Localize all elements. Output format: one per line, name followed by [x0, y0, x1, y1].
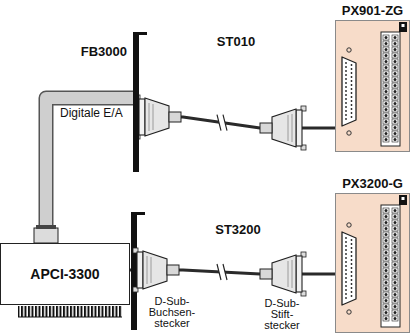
- ribbon-connector-top: [36, 225, 56, 229]
- cable-break: [217, 115, 227, 131]
- cable-name: ST3200: [213, 222, 263, 237]
- ribbon-cable: [46, 98, 133, 243]
- terminal-panel: PX3200-G: [335, 193, 410, 333]
- edge-fingers: [18, 306, 122, 317]
- terminal-board-art: [335, 193, 410, 333]
- terminal-panel: PX901-ZG: [335, 20, 410, 152]
- cable-stroke: [46, 98, 133, 243]
- slot-bracket: FB3000: [133, 34, 139, 172]
- part-name: PX3200-G: [325, 176, 420, 191]
- dsub-male-plug: [260, 106, 306, 150]
- connector-note: D-Sub- Stift- stecker: [257, 298, 307, 331]
- dsub-female-plug: [133, 248, 179, 292]
- pci-card: APCI-3300: [0, 243, 130, 305]
- signal-name: Digitale E/A: [60, 106, 123, 120]
- part-name: PX901-ZG: [325, 3, 420, 18]
- part-name: APCI-3300: [30, 266, 99, 282]
- cable-name: ST010: [215, 34, 257, 49]
- slot-bracket: [131, 212, 137, 330]
- cable-stroke: [46, 98, 133, 243]
- dsub-female-plug: [135, 95, 181, 139]
- dsub-male-plug: [260, 252, 306, 296]
- ribbon-connector: [34, 228, 58, 243]
- connector-note: D-Sub- Buchsen- stecker: [147, 296, 197, 329]
- bracket-tab: [131, 212, 145, 215]
- cable-break: [217, 264, 227, 280]
- part-name: FB3000: [81, 44, 127, 59]
- edge-fingers-line: [18, 317, 122, 318]
- terminal-board-art: [335, 20, 410, 152]
